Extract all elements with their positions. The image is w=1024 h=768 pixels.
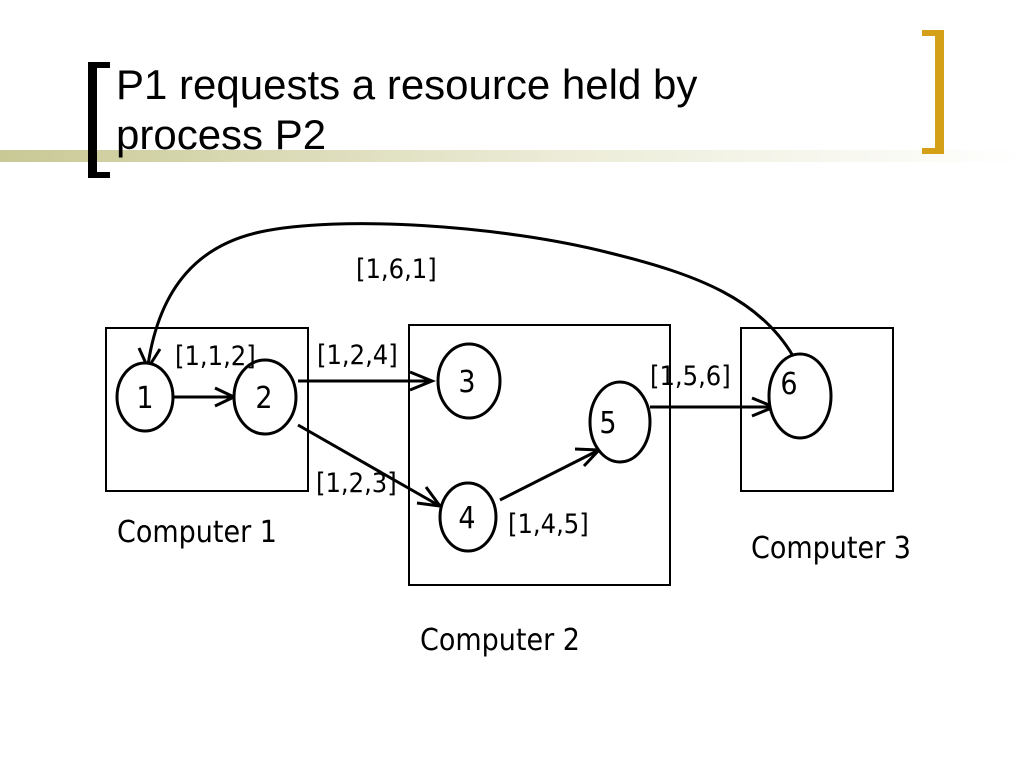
edge-2-to-4 <box>297 423 439 507</box>
right-bracket-decoration <box>922 30 944 154</box>
computer-2-label: Computer 2 <box>420 623 580 658</box>
computer-3-box <box>740 327 894 492</box>
slide-title-line-2: process P2 <box>116 111 327 158</box>
process-node-2-label: 2 <box>255 381 272 416</box>
edge-label-5-to-6: [1,5,6] <box>650 361 731 392</box>
process-node-6 <box>767 352 833 440</box>
process-node-3-label: 3 <box>458 365 475 400</box>
slide-title-line-1: P1 requests a resource held by <box>116 61 698 108</box>
slide-title: P1 requests a resource held by process P… <box>116 60 876 160</box>
computer-3-label: Computer 3 <box>751 531 911 566</box>
computer-1-box <box>105 327 309 492</box>
edge-label-2-to-4: [1,2,3] <box>316 468 397 499</box>
edge-6-to-1 <box>146 222 795 366</box>
arrowhead-edge-2-to-3 <box>409 370 436 392</box>
process-node-3 <box>436 342 502 420</box>
left-bracket-decoration <box>88 62 110 178</box>
title-underline-bar <box>0 150 1024 162</box>
process-node-4 <box>438 481 498 553</box>
computer-1-label: Computer 1 <box>117 515 277 550</box>
process-node-1-label: 1 <box>136 381 153 416</box>
process-node-1 <box>115 361 175 433</box>
edge-4-to-5 <box>499 449 598 502</box>
edge-label-2-to-3: [1,2,4] <box>317 340 398 371</box>
process-node-2 <box>232 358 298 436</box>
edge-label-1-to-2: [1,1,2] <box>175 341 256 372</box>
process-node-4-label: 4 <box>458 501 475 536</box>
process-node-5 <box>588 380 652 464</box>
edge-label-6-to-1: [1,6,1] <box>356 254 437 285</box>
process-node-6-label: 6 <box>780 367 797 402</box>
process-node-5-label: 5 <box>599 406 616 441</box>
computer-2-box <box>408 324 671 586</box>
edge-label-4-to-5: [1,4,5] <box>508 509 589 540</box>
